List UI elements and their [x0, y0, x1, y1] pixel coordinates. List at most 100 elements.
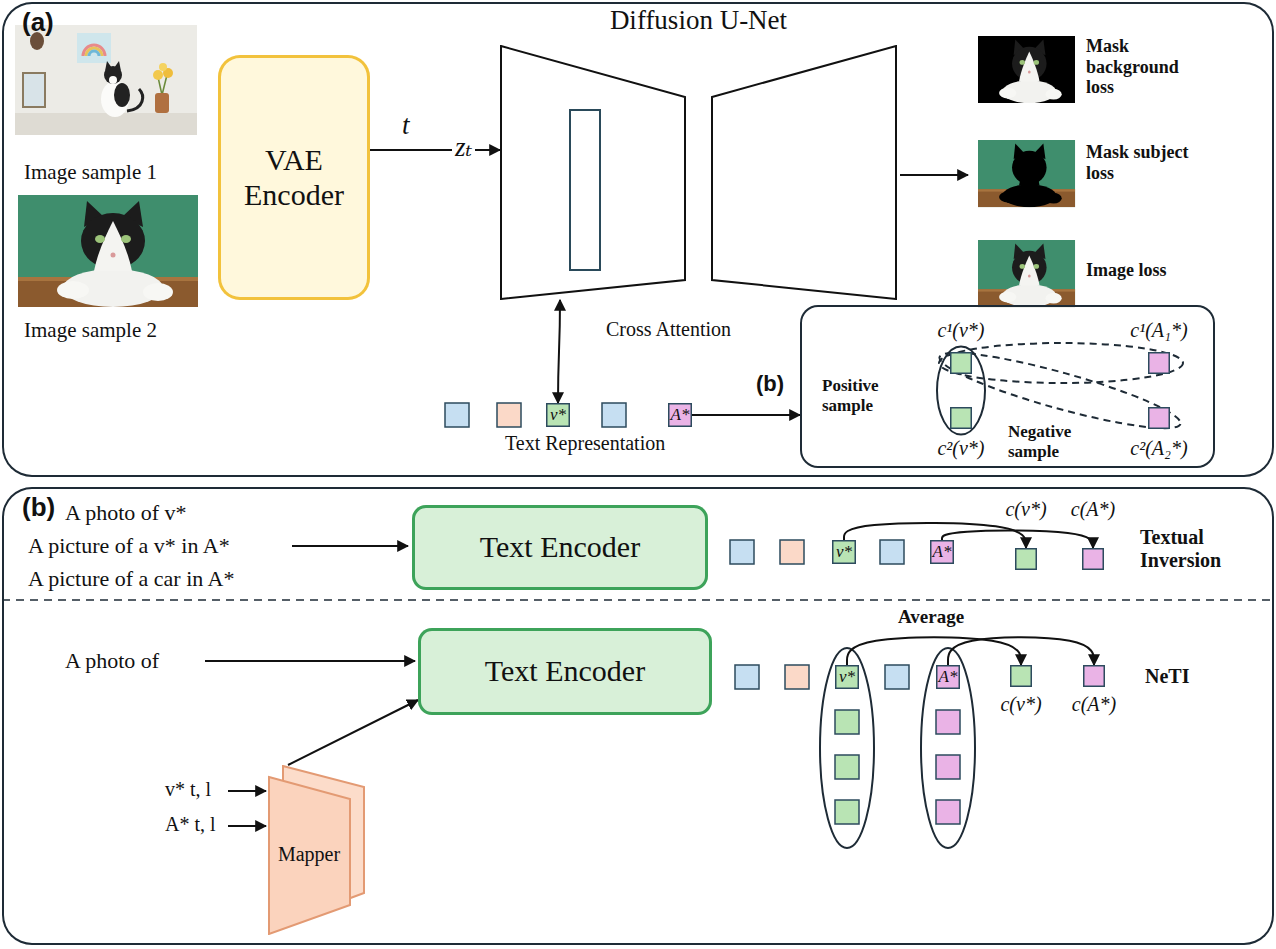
node-label: Text Encoder: [480, 530, 640, 565]
node-label: Mapper: [268, 843, 350, 866]
node-outline: [269, 777, 350, 934]
token-square: [936, 800, 960, 824]
image-sample: [23, 73, 45, 107]
token-square: A*: [936, 665, 960, 689]
token-square: [835, 755, 859, 779]
flow-arrow: [228, 790, 266, 792]
node-label: v*: [839, 667, 855, 687]
connector: [847, 637, 1021, 665]
output-thumbnail: [978, 140, 1075, 207]
node-label: A*: [939, 667, 958, 687]
image-sample: [15, 113, 197, 135]
output-thumbnail: [999, 244, 1062, 308]
text-label: A photo of v*: [65, 500, 187, 525]
flow-arrow: [292, 545, 408, 547]
node-label: c²(A₂*): [1130, 437, 1187, 460]
group-ellipse: [939, 343, 1183, 383]
node-label: VAE Encoder: [228, 143, 360, 212]
node-label: c(A*): [1072, 693, 1116, 716]
text-label: Image sample 2: [24, 318, 157, 342]
node-outline: [501, 46, 685, 299]
text-label: v* t, l: [165, 778, 211, 801]
embedding-square: c(A*): [1082, 548, 1104, 570]
text-label: Mask subject loss: [1086, 142, 1196, 183]
node-outline: [712, 46, 896, 299]
text-label: Image sample 1: [24, 160, 157, 184]
group-ellipse: [921, 648, 975, 848]
node-label: c(v*): [1000, 693, 1041, 716]
edge-label: t: [402, 110, 410, 141]
image-sample: [89, 51, 99, 56]
text-label: Text Representation: [505, 432, 665, 455]
node-outline: [570, 110, 600, 270]
text-label: Mask background loss: [1086, 36, 1196, 98]
group-ellipse: [820, 648, 874, 848]
text-label: Positive sample: [822, 376, 906, 415]
node-label: c(A*): [1071, 498, 1115, 521]
image-sample: [57, 201, 173, 307]
flow-arrow: [900, 174, 968, 176]
output-thumbnail: [978, 140, 1075, 207]
output-thumbnail: [978, 240, 1075, 307]
image-sample: [15, 25, 197, 135]
image-sample: [18, 195, 198, 307]
token-square: A*: [668, 403, 692, 427]
unet-block: Diffusion U-Net: [500, 45, 897, 300]
group-ellipse: [820, 340, 1185, 848]
token-square: [497, 403, 521, 427]
image-sample: [101, 81, 129, 117]
embedding-square: c(A*): [1083, 665, 1105, 687]
embedding-square: c(v*): [1010, 665, 1032, 687]
image-sample: [18, 195, 198, 307]
encoder-box: VAE Encoder: [218, 55, 370, 300]
flow-arrow: [205, 660, 415, 662]
embedding-square: c²(v*): [950, 407, 972, 429]
token-square: [835, 800, 859, 824]
token-square: [936, 755, 960, 779]
node-label: v*: [550, 405, 566, 425]
image-sample: [114, 83, 130, 107]
image-sample: [18, 195, 198, 307]
token-square: [602, 403, 626, 427]
image-sample: [159, 63, 167, 71]
embedding-square: c¹(v*): [950, 352, 972, 374]
connector: [942, 531, 1093, 548]
connector: [948, 637, 1094, 665]
node-label: (b): [756, 371, 784, 396]
node-label: Diffusion U-Net: [500, 5, 897, 36]
image-sample: [153, 70, 163, 80]
output-thumbnail: [978, 240, 1075, 307]
node-shape: [500, 45, 897, 300]
node-label: A*: [933, 542, 952, 562]
token-square: [780, 540, 804, 564]
output-thumbnail: [999, 144, 1062, 208]
text-label: A* t, l: [165, 813, 216, 836]
edge-label: Cross Attention: [606, 318, 731, 341]
token-square: [785, 665, 809, 689]
text-label: Textual Inversion: [1140, 526, 1250, 572]
token-square: [885, 665, 909, 689]
token-square: [936, 710, 960, 734]
output-thumbnail: [978, 36, 1075, 103]
mapper-block: Mapper: [268, 765, 365, 935]
connector: [288, 700, 418, 765]
connector: [692, 414, 800, 416]
node-label: Text Encoder: [485, 654, 645, 689]
embedding-square: c¹(A₁*): [1148, 352, 1170, 374]
output-thumbnail: [999, 40, 1062, 104]
output-thumbnail: [978, 36, 1075, 103]
image-sample: [15, 25, 197, 135]
node-label: c¹(A₁*): [1130, 319, 1187, 342]
flow-arrow: [228, 825, 266, 827]
token-square: [880, 540, 904, 564]
token-square: [730, 540, 754, 564]
connector: [370, 149, 500, 151]
encoder-box: Text Encoder: [418, 628, 712, 715]
group-ellipse: [937, 347, 985, 435]
token-square: [445, 403, 960, 824]
image-sample: [162, 75, 167, 95]
node-label: A*: [671, 405, 690, 425]
text-label: NeTI: [1145, 665, 1189, 688]
output-thumbnail: [978, 240, 1075, 307]
